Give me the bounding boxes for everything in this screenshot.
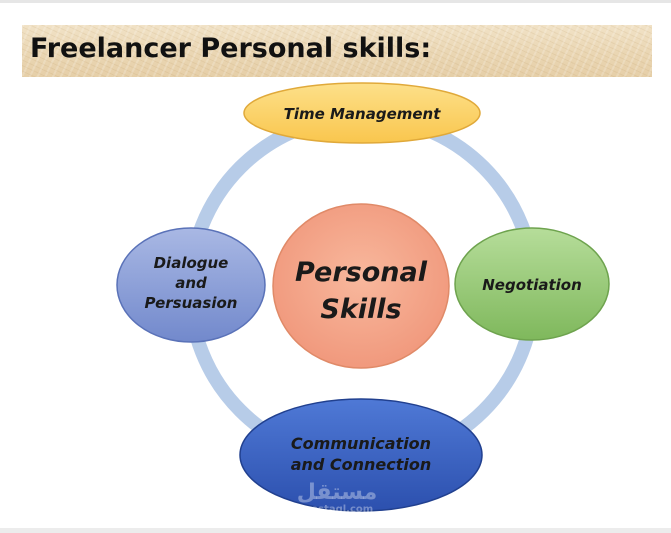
center-label-line2: Skills — [320, 294, 401, 325]
node-negotiation: Negotiation — [454, 227, 610, 341]
node-center-personal-skills: Personal Skills — [272, 203, 450, 369]
negotiation-label: Negotiation — [482, 276, 582, 294]
communication-label-line1: Communication — [291, 434, 431, 453]
title-banner — [22, 25, 652, 77]
time-management-label: Time Management — [284, 105, 442, 123]
top-rule — [0, 0, 671, 3]
dialogue-label-line1: Dialogue — [154, 254, 229, 272]
node-dialogue-persuasion: Dialogue and Persuasion — [116, 227, 266, 343]
node-time-management: Time Management — [243, 82, 481, 144]
dialogue-label-line2: and — [175, 274, 207, 292]
page-title: Freelancer Personal skills: — [30, 33, 432, 64]
center-label-line1: Personal — [295, 257, 428, 288]
bottom-rule — [0, 528, 671, 533]
communication-label-line2: and Connection — [291, 455, 432, 474]
node-communication-connection: Communication and Connection — [239, 398, 483, 512]
dialogue-label-line3: Persuasion — [145, 294, 238, 312]
